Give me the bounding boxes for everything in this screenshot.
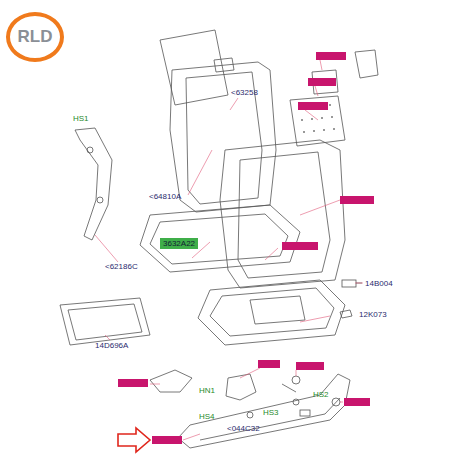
logo-text: RLD <box>18 27 53 47</box>
pointer-arrow <box>118 428 150 452</box>
fastener-code: HS3 <box>262 408 280 417</box>
fastener-code: HS1 <box>72 114 90 123</box>
fastener-code: HS4 <box>198 412 216 421</box>
part-number-highlight: 3632A22 <box>160 238 198 249</box>
callout-number: <64810A <box>148 192 182 201</box>
fastener-code: HS2 <box>312 390 330 399</box>
callout-number: <63258 <box>230 88 259 97</box>
callout-number: 14D696A <box>94 341 129 350</box>
part-number: 3632A22 <box>163 239 195 248</box>
callout-number: <62186C <box>104 262 139 271</box>
callout-number: <044C32 <box>226 424 261 433</box>
callout-number: 12K073 <box>358 310 388 319</box>
callout-number: 14B004 <box>364 279 394 288</box>
logo-badge: RLD <box>6 12 64 62</box>
fastener-code: HN1 <box>198 386 216 395</box>
